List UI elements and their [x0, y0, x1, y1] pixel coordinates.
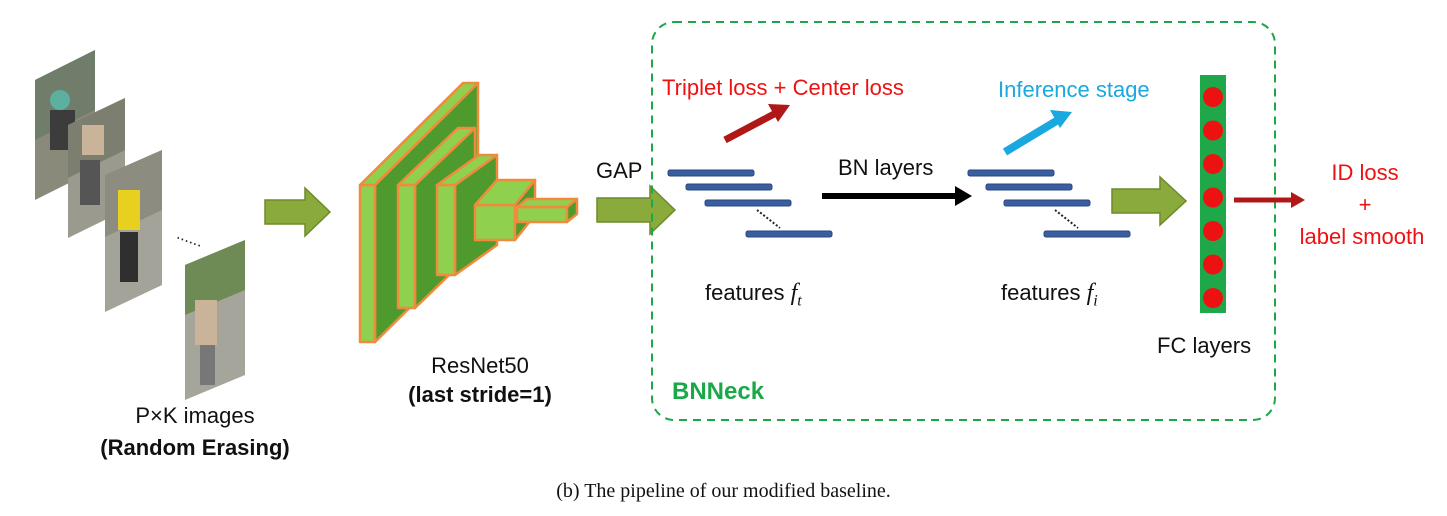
person-image-2	[68, 98, 125, 238]
features-i-symbol: f	[1086, 280, 1094, 306]
features-t-prefix: features	[705, 280, 785, 305]
gap-arrow	[596, 184, 677, 236]
pipeline-diagram: ......	[35, 21, 1305, 421]
bn-layers-arrow	[822, 186, 972, 206]
fc-neuron	[1203, 120, 1223, 141]
features-i-ellipsis	[1054, 209, 1079, 229]
features-t-ellipsis	[756, 209, 781, 229]
person-image-1	[35, 50, 95, 200]
figure-caption: (b) The pipeline of our modified baselin…	[556, 480, 891, 502]
person-image-4	[185, 240, 245, 400]
bnneck-label: BNNeck	[672, 378, 765, 405]
input-subtitle: (Random Erasing)	[100, 435, 290, 460]
resnet-block-5	[515, 197, 579, 224]
backbone-title: ResNet50	[431, 353, 529, 378]
output-arrow	[1234, 192, 1305, 208]
inference-label: Inference stage	[998, 77, 1150, 102]
erased-patch	[195, 300, 217, 345]
fc-layer-column	[1200, 75, 1226, 313]
fc-neuron	[1203, 187, 1223, 208]
resnet50-backbone	[358, 81, 579, 344]
inference-arrow	[1002, 110, 1072, 156]
output-label-2: +	[1358, 192, 1372, 217]
fc-layers-label: FC layers	[1157, 333, 1252, 358]
backbone-subtitle: (last stride=1)	[408, 382, 552, 407]
gap-label: GAP	[596, 158, 643, 183]
bnneck-box	[651, 21, 1276, 421]
features-i-bars	[967, 169, 1131, 238]
features-t-sub: t	[797, 292, 802, 310]
output-label-1: ID loss	[1331, 160, 1399, 185]
features-t-symbol: f	[790, 280, 798, 306]
fc-neuron	[1203, 221, 1223, 241]
fc-neuron	[1203, 254, 1223, 275]
features-i-label: features fi	[1001, 280, 1098, 310]
features-i-prefix: features	[1001, 280, 1081, 305]
features-i-sub: i	[1093, 292, 1098, 310]
triplet-label: Triplet loss + Center loss	[662, 75, 904, 100]
flow-arrow-1	[264, 186, 332, 238]
input-image-stack	[35, 50, 245, 400]
fc-neuron	[1203, 288, 1223, 308]
person-image-3	[105, 150, 162, 312]
flow-arrow-3	[1111, 175, 1188, 227]
erased-patch	[82, 125, 104, 155]
fc-neuron	[1203, 87, 1223, 107]
features-t-label: features ft	[705, 280, 802, 310]
triplet-arrow	[723, 104, 790, 144]
bn-layers-label: BN layers	[838, 155, 934, 180]
output-label-3: label smooth	[1299, 224, 1425, 249]
input-ellipsis: ......	[174, 226, 205, 251]
input-title: P×K images	[135, 403, 255, 428]
features-t-bars	[667, 169, 833, 238]
fc-neuron	[1203, 154, 1223, 174]
